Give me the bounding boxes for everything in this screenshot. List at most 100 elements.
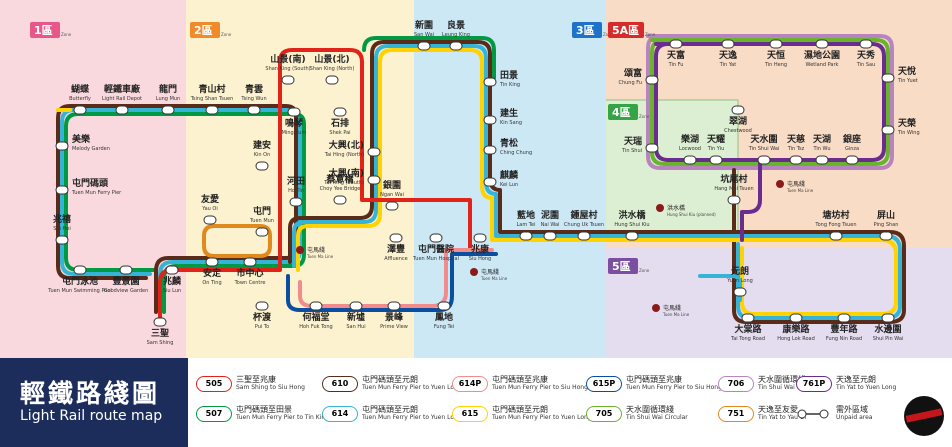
station-marker[interactable]: [115, 105, 129, 115]
station-marker[interactable]: [205, 257, 219, 267]
station-marker[interactable]: [879, 231, 893, 241]
station-marker[interactable]: [881, 125, 895, 135]
station-marker[interactable]: [349, 301, 363, 311]
station-marker[interactable]: [881, 313, 895, 323]
station-marker[interactable]: [333, 195, 347, 205]
station-marker[interactable]: [55, 185, 69, 195]
station-marker[interactable]: [483, 177, 497, 187]
station-marker[interactable]: [367, 147, 381, 157]
station-marker[interactable]: [153, 317, 167, 327]
station-marker[interactable]: [287, 107, 301, 117]
station-marker[interactable]: [741, 313, 755, 323]
station-tai_hing_s[interactable]: 大興(南)Tai Hing (South): [323, 167, 381, 186]
station-marker[interactable]: [881, 73, 895, 83]
station-tai_hing_n[interactable]: 大興(北)Tai Hing (North): [324, 139, 381, 158]
station-marker[interactable]: [483, 145, 497, 155]
station-marker[interactable]: [473, 233, 487, 243]
station-marker[interactable]: [289, 197, 303, 207]
station-marker[interactable]: [683, 155, 697, 165]
station-marker[interactable]: [577, 231, 591, 241]
station-shan_king_s[interactable]: 山景(南)Shan King (South): [265, 53, 311, 85]
station-marker[interactable]: [815, 39, 829, 49]
station-marker[interactable]: [367, 175, 381, 185]
station-marker[interactable]: [325, 75, 339, 85]
station-marker[interactable]: [757, 155, 771, 165]
station-marker[interactable]: [281, 75, 295, 85]
station-marker[interactable]: [789, 155, 803, 165]
station-marker[interactable]: [73, 265, 87, 275]
station-marker[interactable]: [243, 257, 257, 267]
station-marker[interactable]: [161, 105, 175, 115]
station-marker[interactable]: [625, 231, 639, 241]
station-marker[interactable]: [55, 141, 69, 151]
station-marker[interactable]: [203, 215, 217, 225]
station-marker[interactable]: [55, 235, 69, 245]
station-marker[interactable]: [709, 155, 723, 165]
station-marker[interactable]: [449, 41, 463, 51]
station-marker[interactable]: [389, 233, 403, 243]
station-marker[interactable]: [417, 41, 431, 51]
station-marker[interactable]: [721, 39, 735, 49]
station-marker[interactable]: [333, 107, 347, 117]
station-marker[interactable]: [789, 313, 803, 323]
station-marker[interactable]: [731, 105, 745, 115]
station-marker[interactable]: [255, 161, 269, 171]
station-marker[interactable]: [733, 287, 747, 297]
station-marker[interactable]: [255, 227, 269, 237]
station-marker[interactable]: [205, 105, 219, 115]
station-marker[interactable]: [845, 155, 859, 165]
station-marker[interactable]: [429, 233, 443, 243]
station-marker[interactable]: [247, 105, 261, 115]
station-marker[interactable]: [859, 39, 873, 49]
